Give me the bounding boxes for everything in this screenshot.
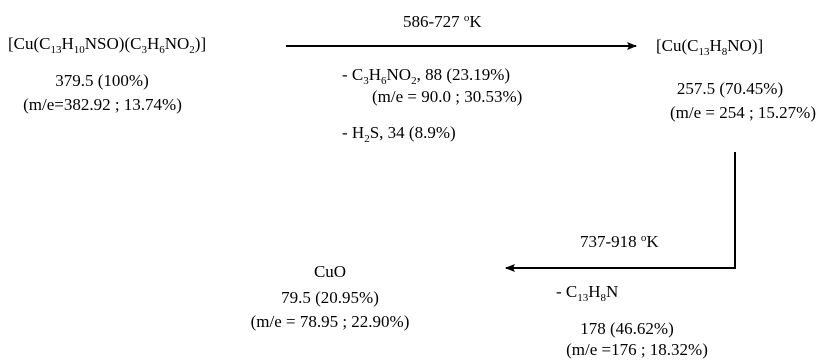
product-mass: 79.5 (20.95%) [281,288,379,307]
step2-loss: - C13H8N [556,282,619,304]
step1-loss1: - C3H6NO2, 88 (23.19%) [342,65,511,87]
intermediate-mass: 257.5 (70.45%) [676,79,784,98]
step1-loss1-ms: (m/e = 90.0 ; 30.53%) [372,87,523,106]
intermediate-formula: [Cu(C13H8NO)] [656,36,764,58]
intermediate-ms: (m/e = 254 ; 15.27%) [669,103,817,122]
product-formula: CuO [313,262,347,281]
step2-loss-ms: (m/e =176 ; 18.32%) [566,340,708,359]
step2-temperature: 737-918 oK [580,232,659,251]
start-ms: (m/e=382.92 ; 13.74%) [23,95,182,114]
product-ms: (m/e = 78.95 ; 22.90%) [250,312,410,331]
step2-loss-mass: 178 (46.62%) [580,319,674,338]
start-formula: [Cu(C13H10NSO)(C3H6NO2)] [8,34,207,56]
start-mass: 379.5 (100%) [55,71,149,90]
step1-loss2: - H2S, 34 (8.9%) [342,123,456,145]
step1-temperature: 586-727 oK [403,12,482,31]
